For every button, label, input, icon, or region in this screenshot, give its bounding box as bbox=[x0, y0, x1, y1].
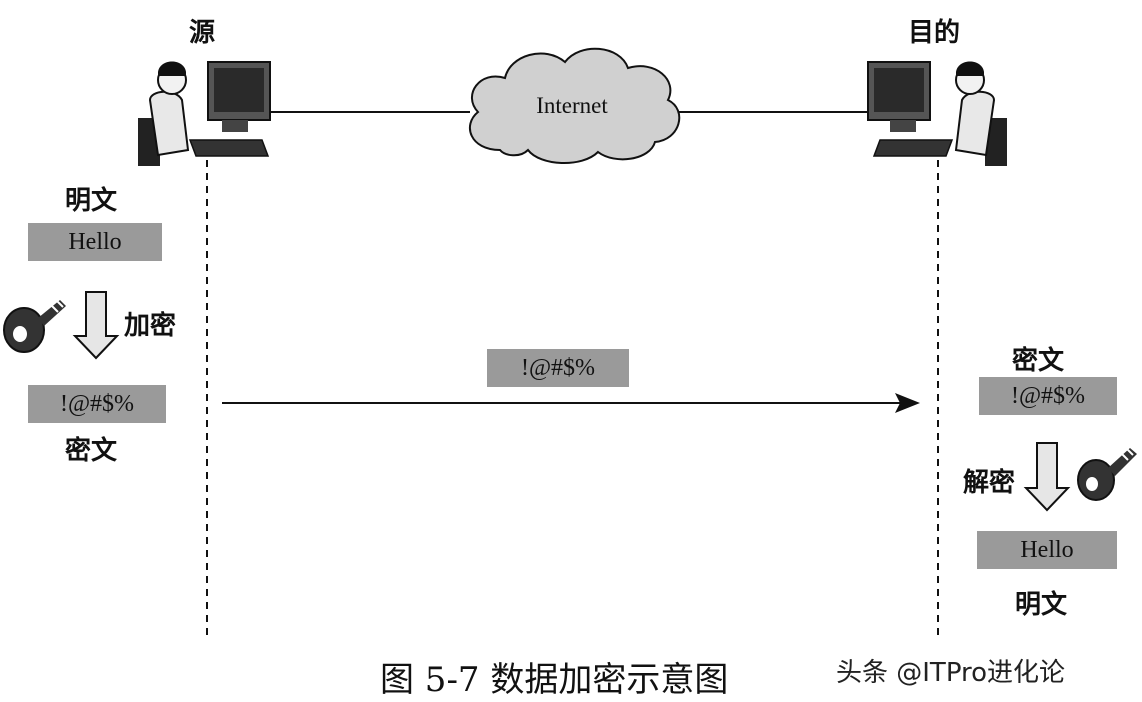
source-user-icon bbox=[138, 61, 271, 166]
encrypt-arrow-icon bbox=[72, 291, 120, 360]
source-title: 源 bbox=[189, 18, 216, 48]
receiver-ciphertext-box: !@#$% bbox=[979, 377, 1117, 415]
receiver-plaintext-label: 明文 bbox=[1015, 590, 1068, 620]
encrypt-label: 加密 bbox=[124, 311, 177, 341]
sender-ciphertext-label: 密文 bbox=[65, 436, 118, 466]
sender-ciphertext-box: !@#$% bbox=[28, 385, 166, 423]
decrypt-key-icon bbox=[1077, 448, 1137, 501]
sender-plaintext-label: 明文 bbox=[65, 186, 118, 216]
receiver-ciphertext-label: 密文 bbox=[1012, 346, 1065, 376]
figure-caption: 图 5-7 数据加密示意图 bbox=[380, 660, 729, 700]
decrypt-arrow-icon bbox=[1023, 442, 1071, 512]
destination-title: 目的 bbox=[908, 18, 961, 48]
watermark: 头条 @ITPro进化论 bbox=[836, 658, 1066, 688]
decrypt-label: 解密 bbox=[963, 468, 1016, 498]
encrypt-key-icon bbox=[3, 300, 66, 353]
cloud-icon bbox=[468, 47, 681, 164]
destination-user-icon bbox=[867, 61, 1007, 166]
internet-label: Internet bbox=[536, 93, 608, 118]
sender-plaintext-box: Hello bbox=[28, 223, 162, 261]
transit-ciphertext-box: !@#$% bbox=[487, 349, 629, 387]
transmission-arrow bbox=[222, 393, 920, 413]
receiver-plaintext-box: Hello bbox=[977, 531, 1117, 569]
